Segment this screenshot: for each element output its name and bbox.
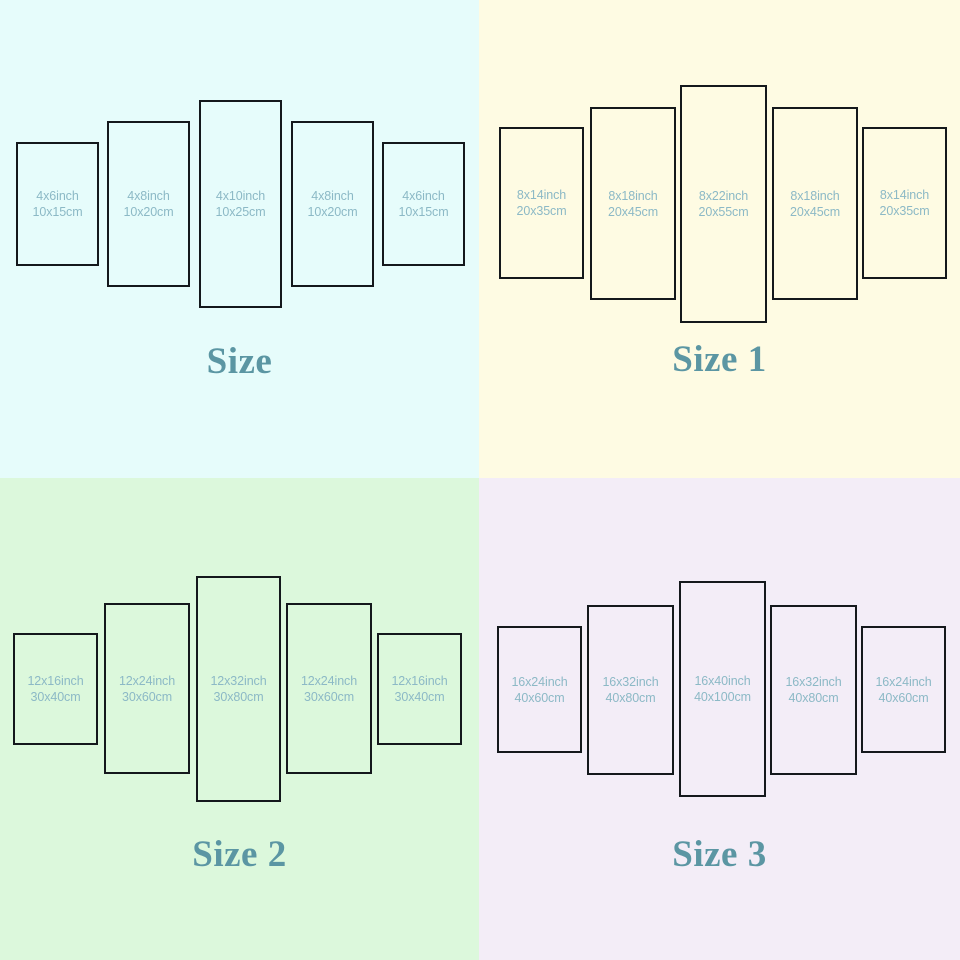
group-title-size-2: Size 2	[192, 834, 287, 875]
panel-size-inches: 12x16inch	[391, 674, 448, 688]
panel-size-centimeters: 40x60cm	[514, 690, 565, 705]
panel-size-label: 4x6inch 10x15cm	[32, 188, 82, 220]
panel-size-centimeters: 20x35cm	[516, 204, 567, 218]
panel-size-inches: 16x32inch	[602, 675, 659, 689]
panel-size-centimeters: 10x25cm	[215, 205, 266, 219]
group-title-size: Size	[206, 341, 273, 382]
panel-size-centimeters: 30x80cm	[213, 690, 264, 704]
panel-size-inches: 4x6inch	[402, 189, 445, 203]
panel-size-centimeters: 40x80cm	[788, 691, 839, 705]
panel-size-inches: 12x24inch	[118, 673, 176, 688]
panel-size-inches: 8x18inch	[790, 188, 840, 203]
canvas-panel[interactable]: 12x32inch 30x80cm	[196, 576, 281, 802]
panel-size-centimeters: 40x80cm	[605, 691, 656, 705]
panel-size-inches: 4x10inch	[215, 189, 266, 203]
panel-size-centimeters: 20x55cm	[698, 205, 749, 219]
panel-size-centimeters: 30x60cm	[303, 689, 355, 704]
panel-size-label: 8x14inch 20x35cm	[879, 187, 929, 219]
panel-size-inches: 12x32inch	[210, 674, 267, 688]
panel-size-inches: 16x24inch	[875, 674, 932, 689]
panel-size-label: 8x22inch 20x55cm	[698, 188, 748, 220]
panel-size-label: 12x32inch 30x80cm	[210, 673, 266, 705]
panel-size-centimeters: 10x20cm	[307, 205, 358, 219]
panel-size-inches: 8x22inch	[698, 189, 749, 203]
canvas-panel[interactable]: 8x14inch 20x35cm	[499, 127, 584, 279]
panel-size-inches: 4x8inch	[311, 189, 354, 203]
panel-size-label: 16x32inch 40x80cm	[785, 674, 841, 706]
panel-size-centimeters: 30x60cm	[121, 689, 173, 704]
panel-size-label: 12x16inch 30x40cm	[27, 673, 83, 705]
panel-size-centimeters: 30x40cm	[30, 690, 81, 704]
panel-size-label: 4x10inch 10x25cm	[215, 188, 265, 220]
panel-size-inches: 8x14inch	[516, 188, 567, 202]
panel-size-label: 12x16inch 30x40cm	[391, 673, 447, 705]
canvas-panel[interactable]: 4x10inch 10x25cm	[199, 100, 282, 308]
panel-size-label: 4x8inch 10x20cm	[123, 188, 173, 220]
panel-size-centimeters: 20x45cm	[607, 204, 659, 219]
panel-size-centimeters: 10x20cm	[123, 205, 174, 219]
panel-size-centimeters: 40x60cm	[878, 690, 929, 705]
panel-size-label: 16x32inch 40x80cm	[602, 674, 658, 706]
panel-size-centimeters: 40x100cm	[694, 690, 751, 704]
panel-size-label: 4x6inch 10x15cm	[398, 188, 448, 220]
panel-size-centimeters: 20x35cm	[879, 204, 930, 218]
panel-size-centimeters: 20x45cm	[789, 204, 841, 219]
panel-stage-size: 4x6inch 10x15cm 4x8inch 10x20cm 4x10inch 10x2…	[0, 0, 479, 478]
panel-size-inches: 12x24inch	[300, 673, 358, 688]
panel-size-inches: 4x8inch	[127, 189, 170, 203]
panel-size-label: 8x14inch 20x35cm	[516, 187, 566, 219]
panel-size-inches: 8x18inch	[608, 188, 658, 203]
group-title-size-3: Size 3	[672, 834, 767, 875]
panel-size-centimeters: 10x15cm	[32, 205, 83, 219]
canvas-panel[interactable]: 8x14inch 20x35cm	[862, 127, 947, 279]
panel-size-centimeters: 10x15cm	[398, 205, 449, 219]
canvas-panel[interactable]: 4x6inch 10x15cm	[16, 142, 99, 266]
panel-size-inches: 12x16inch	[27, 674, 84, 688]
canvas-panel[interactable]: 4x6inch 10x15cm	[382, 142, 465, 266]
canvas-panel[interactable]: 16x32inch 40x80cm	[587, 605, 674, 775]
canvas-panel[interactable]: 12x16inch 30x40cm	[13, 633, 98, 745]
panel-size-centimeters: 30x40cm	[394, 690, 445, 704]
canvas-panel[interactable]: 12x16inch 30x40cm	[377, 633, 462, 745]
panel-size-inches: 16x40inch	[694, 674, 751, 688]
canvas-panel[interactable]: 16x40inch 40x100cm	[679, 581, 766, 797]
canvas-panel[interactable]: 4x8inch 10x20cm	[291, 121, 374, 287]
canvas-panel[interactable]: 4x8inch 10x20cm	[107, 121, 190, 287]
panel-size-inches: 4x6inch	[36, 189, 79, 203]
canvas-panel[interactable]: 8x22inch 20x55cm	[680, 85, 767, 323]
size-group-size: 4x6inch 10x15cm 4x8inch 10x20cm 4x10inch 10x2…	[0, 0, 479, 478]
panel-size-inches: 16x32inch	[785, 675, 842, 689]
canvas-panel[interactable]: 16x32inch 40x80cm	[770, 605, 857, 775]
panel-size-inches: 16x24inch	[511, 674, 568, 689]
panel-size-inches: 8x14inch	[879, 188, 930, 202]
panel-size-label: 16x40inch 40x100cm	[694, 673, 751, 705]
group-title-size-1: Size 1	[672, 339, 767, 380]
panel-size-label: 4x8inch 10x20cm	[307, 188, 357, 220]
